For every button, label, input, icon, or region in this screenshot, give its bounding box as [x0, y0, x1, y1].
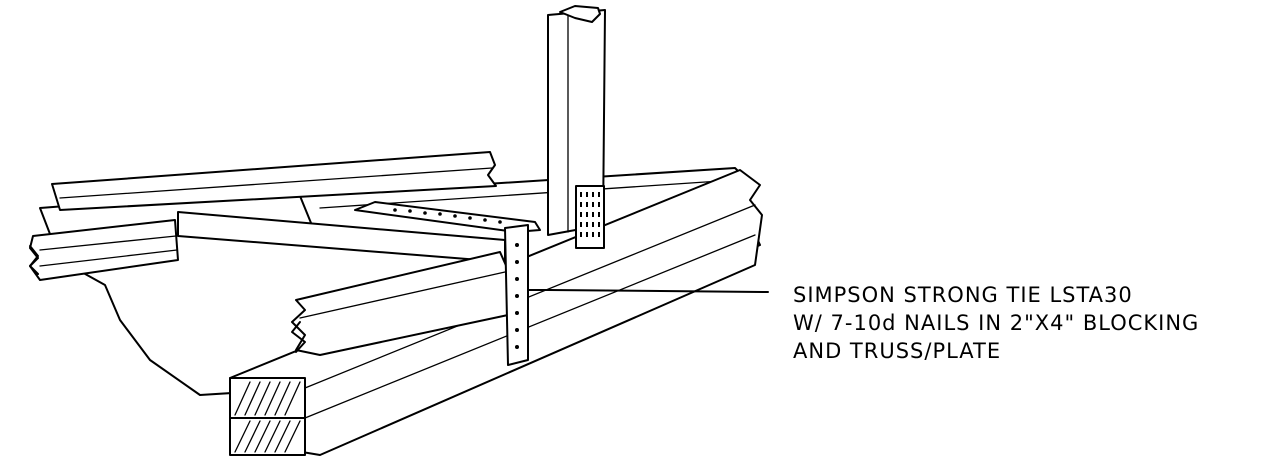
leader-line — [527, 289, 769, 293]
callout-line-1: SIMPSON STRONG TIE LSTA30 — [793, 283, 1133, 307]
callout-line-3: AND TRUSS/PLATE — [793, 339, 1002, 363]
left-joists — [29, 219, 179, 281]
truss-plate — [575, 185, 605, 249]
upper-joist — [51, 151, 497, 211]
strap-callout-note: SIMPSON STRONG TIE LSTA30 W/ 7-10d NAILS… — [793, 281, 1273, 365]
lsta30-strap — [354, 201, 541, 366]
plate-end-grain — [229, 377, 306, 456]
callout-line-2: W/ 7-10d NAILS IN 2"X4" BLOCKING — [793, 311, 1200, 335]
stud-top-break — [559, 5, 601, 23]
front-joist — [291, 251, 509, 356]
